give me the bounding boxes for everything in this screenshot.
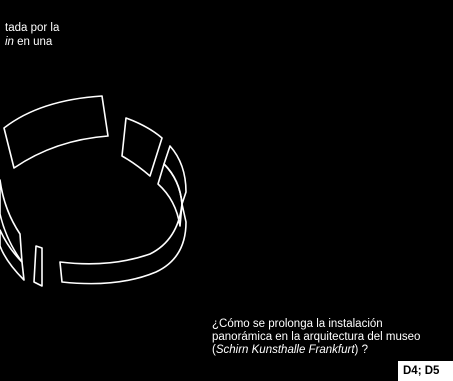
question-line-3-open: ( — [212, 344, 216, 356]
top-caption-line-1: tada por la — [5, 22, 60, 34]
panel-right-wall — [157, 163, 183, 227]
top-caption: tada por la in en una — [5, 21, 155, 49]
panel-front-arc — [59, 203, 187, 285]
question-line-2: panorámica en la arquitectura del museo — [212, 331, 421, 343]
top-caption-rest: en una — [13, 36, 53, 48]
reference-tag: D4; D5 — [398, 361, 453, 381]
question-line-1: ¿Cómo se prolonga la instalación — [212, 318, 383, 330]
top-caption-italic: in — [5, 36, 14, 48]
panel-left-upper — [3, 95, 109, 169]
question-caption: ¿Cómo se prolonga la instalación panorám… — [212, 318, 453, 357]
panel-small-slab — [33, 245, 43, 287]
panel-left-inner — [0, 179, 23, 263]
question-line-3: (Schirn Kunsthalle Frankfurt) ? — [212, 344, 453, 357]
question-line-3-close: ) ? — [354, 344, 368, 356]
panel-left-lower — [0, 229, 25, 281]
top-caption-line-2: in en una — [5, 35, 155, 49]
panel-upper-right — [121, 117, 163, 177]
question-line-3-italic: Schirn Kunsthalle Frankfurt — [215, 344, 355, 356]
